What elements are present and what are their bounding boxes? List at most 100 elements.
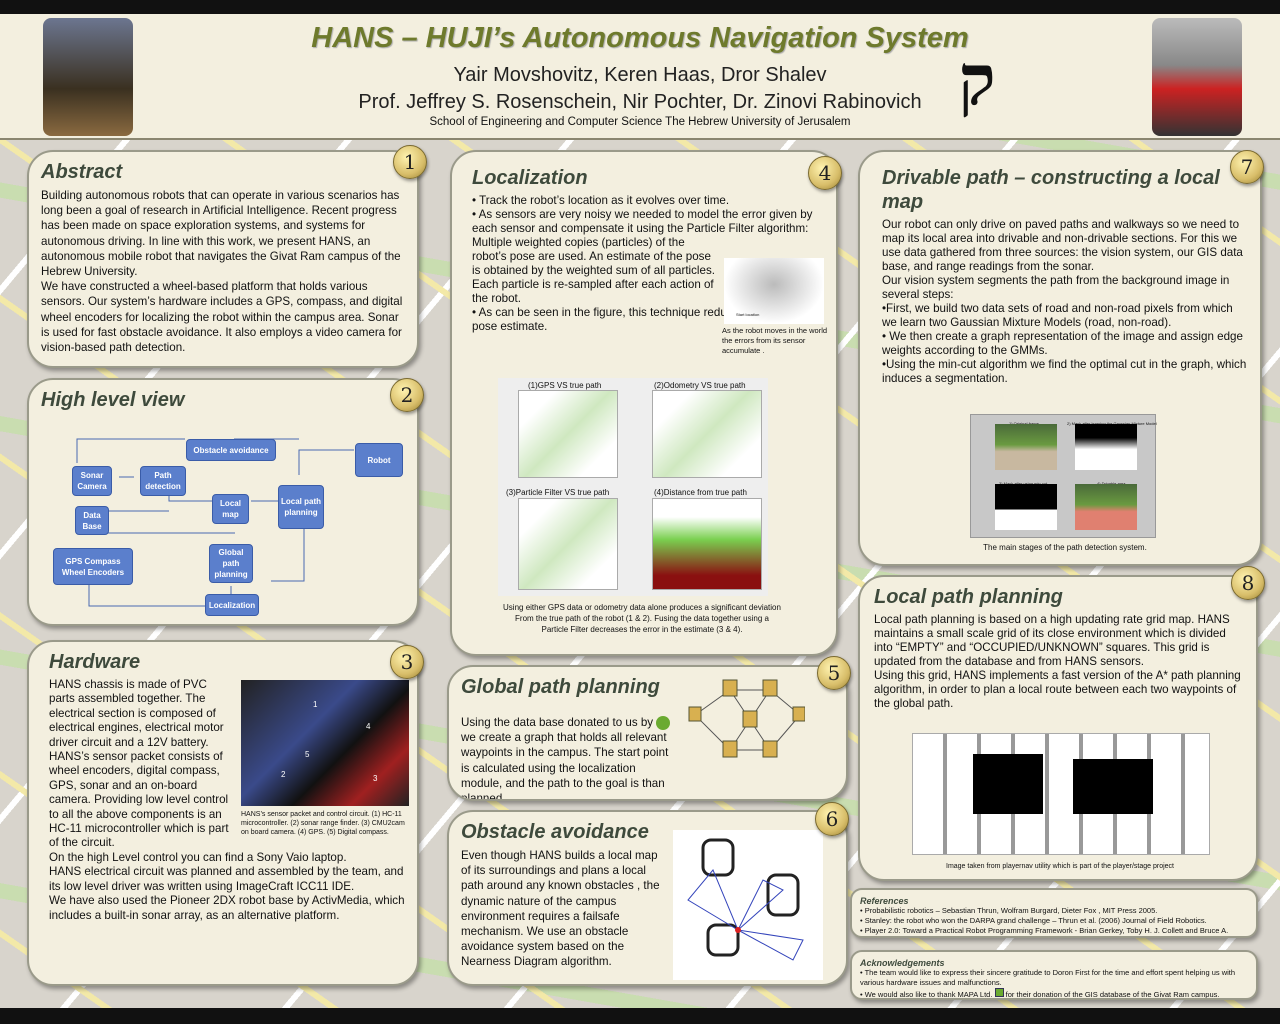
sensor-packet-photo: 1 2 3 4 5 xyxy=(241,680,409,806)
local-title: Local path planning xyxy=(874,586,1063,608)
huji-logo: ק xyxy=(958,38,996,121)
fig-label: 4) Drivable area xyxy=(1097,477,1125,491)
local-p1: Local path planning is based on a high u… xyxy=(874,613,1230,668)
ack-item: for their donation of the GIS database o… xyxy=(1005,990,1220,999)
global-path-panel: Global path planning Using the data base… xyxy=(447,665,848,801)
obstacle-panel: Obstacle avoidance Even though HANS buil… xyxy=(447,810,848,986)
section-number: 6 xyxy=(815,802,849,836)
start-location-label: Start location xyxy=(736,312,760,317)
localization-caption: Using either GPS data or odometry data a… xyxy=(503,603,781,634)
box-global-path-planning: Global path planning xyxy=(209,544,253,583)
localization-p: Multiple weighted copies (particles) of … xyxy=(472,236,715,305)
global-text1: Using the data base donated to us by xyxy=(461,716,654,729)
global-title: Global path planning xyxy=(461,676,660,698)
drivable-panel: Drivable path – constructing a local map… xyxy=(858,150,1262,566)
ack-item: • The team would like to express their s… xyxy=(860,968,1236,987)
mincut-mask xyxy=(995,484,1057,530)
box-data-base: Data Base xyxy=(75,506,109,535)
reference-item: • Player 2.0: Toward a Practical Robot P… xyxy=(860,926,1229,935)
abstract-p1: Building autonomous robots that can oper… xyxy=(41,189,401,279)
box-localization: Localization xyxy=(205,594,259,616)
photo-label: 2 xyxy=(281,770,286,779)
box-gps-compass-encoders: GPS Compass Wheel Encoders xyxy=(53,548,133,585)
fig-label: 1) Original frame xyxy=(1009,417,1039,431)
plot-gps xyxy=(518,390,618,478)
drivable-s2: • We then create a graph representation … xyxy=(882,330,1243,357)
poster-header xyxy=(0,14,1280,140)
drivable-area xyxy=(1075,484,1137,530)
abstract-title: Abstract xyxy=(41,161,123,183)
school: School of Engineering and Computer Scien… xyxy=(429,116,851,128)
gmm-mask xyxy=(1075,424,1137,470)
photo-label: 5 xyxy=(305,750,310,759)
nearness-diagram xyxy=(673,830,823,980)
advisors: Prof. Jeffrey S. Rosenschein, Nir Pochte… xyxy=(358,91,922,113)
plot-title: (2)Odometry VS true path xyxy=(654,381,746,390)
section-number: 1 xyxy=(393,145,427,179)
hardware-p4: HANS electrical circuit was planned and … xyxy=(49,865,404,893)
hardware-panel: Hardware 1 2 3 4 5 HANS’s sensor packet … xyxy=(27,640,419,986)
references-title: References xyxy=(860,896,909,906)
local-p2: Using this grid, HANS implements a fast … xyxy=(874,669,1241,710)
drivable-caption: The main stages of the path detection sy… xyxy=(983,543,1147,552)
abstract-p2: We have constructed a wheel-based platfo… xyxy=(41,280,403,355)
box-sonar-camera: Sonar Camera xyxy=(72,466,112,496)
drivable-p2: Our vision system segments the path from… xyxy=(882,274,1230,301)
plot-title: (1)GPS VS true path xyxy=(528,381,602,390)
localization-b3: • As can be seen in the figure, this tec… xyxy=(472,306,805,333)
grid-map-image xyxy=(912,733,1210,855)
localization-b1: • Track the robot’s location as it evolv… xyxy=(472,194,730,207)
waypoint-graph-icon xyxy=(688,679,805,758)
hardware-p1: HANS chassis is made of PVC parts assemb… xyxy=(49,678,224,749)
hardware-p3: On the high Level control you can find a… xyxy=(49,850,347,864)
box-path-detection: Path detection xyxy=(140,466,186,496)
local-path-panel: Local path planning Local path planning … xyxy=(858,575,1258,881)
plot-title: (4)Distance from true path xyxy=(654,488,747,497)
reference-item: • Probabilistic robotics – Sebastian Thr… xyxy=(860,906,1158,915)
photo-label: 1 xyxy=(313,700,318,709)
drivable-p1: Our robot can only drive on paved paths … xyxy=(882,218,1243,273)
plot-particle-filter xyxy=(518,498,618,590)
box-local-path-planning: Local path planning xyxy=(278,485,324,529)
fig-label: 3) Mask after using min-cut xyxy=(999,477,1047,491)
section-number: 7 xyxy=(1230,150,1264,184)
box-robot: Robot xyxy=(355,443,403,477)
hardware-title: Hardware xyxy=(49,651,141,673)
hardware-p5: We have also used the Pioneer 2DX robot … xyxy=(49,894,405,922)
box-obstacle-avoidance: Obstacle avoidance xyxy=(186,439,276,461)
section-number: 5 xyxy=(817,656,851,690)
top-bar xyxy=(0,0,1280,14)
authors: Yair Movshovitz, Keren Haas, Dror Shalev xyxy=(453,64,827,86)
particle-caption: As the robot moves in the world the erro… xyxy=(722,326,828,355)
hardware-caption: HANS’s sensor packet and control circuit… xyxy=(241,811,405,836)
reference-item: • Stanley: the robot who won the DARPA g… xyxy=(860,916,1207,925)
path-detection-figure: 1) Original frame 2) Mask after learning… xyxy=(970,414,1157,538)
photo-label: 3 xyxy=(373,774,378,783)
bottom-bar xyxy=(0,1008,1280,1024)
drivable-title: Drivable path – constructing a local map xyxy=(882,167,1220,213)
localization-title: Localization xyxy=(472,167,588,189)
high-level-panel: High level view Obstacle avoidance Robot… xyxy=(27,378,419,626)
mapa-logo-icon xyxy=(994,988,1004,997)
hardware-p2: HANS’s sensor packet consists of wheel e… xyxy=(49,750,229,850)
photo-label: 4 xyxy=(366,722,371,731)
acknowledgements-title: Acknowledgements xyxy=(860,958,945,968)
drivable-s3: •Using the min-cut algorithm we find the… xyxy=(882,358,1247,385)
localization-plots: (1)GPS VS true path (2)Odometry VS true … xyxy=(498,378,768,596)
box-local-map: Local map xyxy=(212,494,249,524)
global-text2: we create a graph that holds all relevan… xyxy=(461,731,669,801)
particle-figure: Start location xyxy=(724,258,824,324)
robot-photo-right xyxy=(1152,18,1242,136)
plot-distance xyxy=(652,498,762,590)
high-level-title: High level view xyxy=(41,389,185,411)
drivable-s1: •First, we build two data sets of road a… xyxy=(882,302,1233,329)
local-caption: Image taken from playernav utility which… xyxy=(946,863,1174,870)
original-frame xyxy=(995,424,1057,470)
references-panel: References • Probabilistic robotics – Se… xyxy=(850,888,1258,938)
section-number: 3 xyxy=(390,645,424,679)
fig-label: 2) Mask after learning the Gaussian Mixt… xyxy=(1067,421,1157,426)
hardware-figure: 1 2 3 4 5 HANS’s sensor packet and contr… xyxy=(241,680,411,841)
plot-title: (3)Particle Filter VS true path xyxy=(506,488,610,497)
localization-b2: • As sensors are very noisy we needed to… xyxy=(472,208,813,235)
poster-title: HANS – HUJI’s Autonomous Navigation Syst… xyxy=(311,22,969,54)
